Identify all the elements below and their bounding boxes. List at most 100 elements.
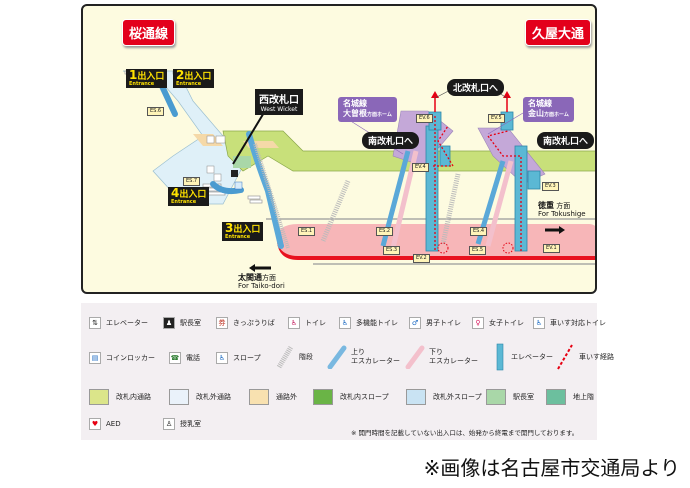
legend-swatch-out-gate-slope: 改札外スロープ — [406, 389, 482, 405]
escalator-es5 — [485, 160, 514, 247]
up-escalator-icon — [327, 345, 347, 369]
escalator-es7 — [210, 181, 244, 195]
arrow-head-left — [431, 91, 439, 98]
leader-platform-right — [487, 112, 524, 135]
tag-es2: ES.2 — [376, 227, 394, 236]
legend-slope: ♿スロープ — [216, 352, 261, 364]
legend-mens-toilet: ♂男子トイレ — [409, 317, 461, 329]
arrow-head-tokushige — [559, 226, 565, 234]
elevator-shaft-ev2 — [425, 125, 439, 252]
line-badge-sakura-dori: 桜通線 — [122, 19, 176, 46]
arrow-head-right — [503, 91, 511, 98]
stairs-platform-b — [440, 173, 461, 245]
line-badge-hisaya-odori: 久屋大通 — [525, 19, 592, 46]
tag-ev2: EV.2 — [413, 254, 430, 263]
slope-icon — [234, 181, 243, 190]
platform-label-kanayama: 名城線 金山方面ホーム — [523, 97, 574, 122]
image-credit: ※画像は名古屋市交通局より — [423, 456, 680, 480]
wheelchair-toilet-icon: ♿ — [533, 317, 545, 329]
tag-es1: ES.1 — [298, 227, 316, 236]
tag-es5: ES.5 — [469, 246, 487, 255]
wheelchair-space-left — [437, 242, 449, 254]
legend-wheelchair-route: 車いす経路 — [556, 343, 614, 371]
tag-es6: ES.6 — [147, 107, 165, 116]
tag-es4: ES.4 — [470, 227, 488, 236]
tag-ev5: EV.5 — [488, 114, 505, 123]
legend-up-escalator: 上りエスカレーター — [327, 345, 400, 369]
legend-coin-locker: ▤コインロッカー — [89, 352, 155, 364]
platform-edge — [277, 242, 595, 260]
direction-tokushige: 徳重 方面 For Tokushige — [538, 201, 586, 219]
tag-ev4: EV.4 — [412, 163, 429, 172]
legend-swatch-station-master: 駅長室 — [486, 389, 534, 405]
telephone-icon: ☎ — [169, 352, 181, 364]
toilet-icon: ♿ — [288, 317, 300, 329]
legend-station-master: ♟駅長室 — [163, 317, 201, 329]
wheelchair-route-right — [486, 130, 522, 251]
legend-telephone: ☎電話 — [169, 352, 200, 364]
legend-nursing-room: ♙授乳室 — [163, 418, 201, 430]
elevator-shaft-icon — [496, 343, 504, 371]
legend-elevator: ⇅エレベーター — [89, 317, 148, 329]
to-south-wicket-left-label: 南改札口へ — [362, 132, 420, 149]
womens-toilet-icon: ♀ — [472, 317, 484, 329]
station-master-icon — [231, 170, 238, 177]
to-north-wicket-label: 北改札口へ — [447, 79, 505, 96]
direction-taiko-dori: 太閤通方面 For Taiko-dori — [238, 273, 285, 291]
legend-wheelchair-toilet: ♿車いす対応トイレ — [533, 317, 606, 329]
aed-icon: ♥ — [89, 418, 101, 430]
nursing-room-icon: ♙ — [163, 418, 175, 430]
legend-stairs: 階段 — [276, 345, 313, 369]
wheelchair-space-right — [502, 242, 514, 254]
toilet-icon — [206, 135, 215, 144]
legend-elevator-shaft: エレベーター — [495, 343, 553, 371]
tag-ev1: EV.1 — [543, 244, 560, 253]
down-escalator-icon — [405, 345, 425, 369]
leader-west-wicket — [232, 105, 269, 165]
coin-locker-icon: ▤ — [89, 352, 101, 364]
stairs-icon — [276, 345, 294, 369]
legend-swatch-off-path: 通路外 — [249, 389, 297, 405]
tag-es7: ES.7 — [183, 177, 201, 186]
multipurpose-toilet-icon: ♿ — [339, 317, 351, 329]
legend-down-escalator: 下りエスカレーター — [405, 345, 478, 369]
legend-swatch-ground-floor: 地上階 — [546, 389, 594, 405]
opening-hours-notice: ※ 開門時間を記載していない出入口は、始発から終電まで開門しております。 — [351, 429, 579, 437]
elevator-shaft-ev3 — [527, 170, 541, 190]
escalator-es6 — [158, 81, 178, 117]
station-master-room — [233, 156, 251, 168]
legend-womens-toilet: ♀女子トイレ — [472, 317, 524, 329]
legend-ticket: 券きっぷうりば — [216, 317, 275, 329]
legend-toilet: ♿トイレ — [288, 317, 326, 329]
stairs-exit-3 — [247, 195, 263, 204]
slope-icon: ♿ — [216, 352, 228, 364]
elevator-shaft-ev4 — [439, 145, 451, 167]
wheelchair-route-icon — [557, 344, 573, 370]
legend-swatch-in-gate-slope: 改札内スロープ — [313, 389, 389, 405]
legend-swatch-in-gate: 改札内通路 — [89, 389, 151, 405]
mens-toilet-icon: ♂ — [409, 317, 421, 329]
stairs-es1-side — [253, 143, 290, 249]
west-wicket-label: 西改札口 West Wicket — [255, 89, 303, 115]
platform-label-ozone: 名城線 大曽根方面ホーム — [338, 97, 397, 122]
ticket-icon: 券 — [216, 317, 228, 329]
tag-ev3: EV.3 — [542, 182, 559, 191]
legend-multipurpose-toilet: ♿多機能トイレ — [339, 317, 398, 329]
legend-aed: ♥AED — [89, 418, 121, 430]
map-drawing — [122, 70, 595, 272]
to-south-wicket-right-label: 南改札口へ — [537, 132, 595, 149]
tag-es3: ES.3 — [383, 246, 401, 255]
telephone-icon — [206, 165, 215, 174]
wheelchair-route-left — [433, 116, 455, 251]
legend-swatch-out-gate: 改札外通路 — [169, 389, 231, 405]
station-master-icon: ♟ — [163, 317, 175, 329]
tag-ev6: EV.6 — [416, 114, 433, 123]
arrow-head-taiko — [249, 264, 255, 272]
ticket-icon — [213, 173, 222, 182]
multipurpose-toilet-icon — [215, 135, 226, 144]
